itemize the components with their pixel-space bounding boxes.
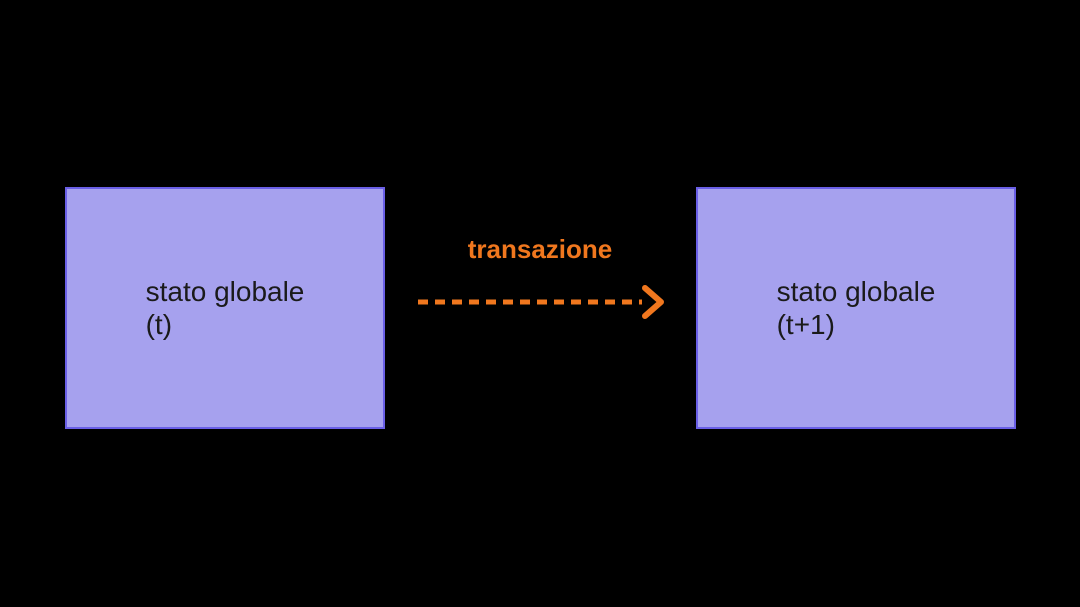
arrow-head-chevron-icon <box>642 285 664 319</box>
node-label-line2: (t+1) <box>776 309 835 340</box>
node-label: stato globale (t) <box>146 275 305 341</box>
node-label: stato globale (t+1) <box>777 275 936 341</box>
transition-arrow-icon <box>418 285 664 319</box>
transition-arrow-label: transazione <box>467 234 613 264</box>
node-stato-globale-t: stato globale (t) <box>65 187 385 429</box>
node-label-line1: stato globale <box>145 276 305 307</box>
node-label-line1: stato globale <box>776 276 936 307</box>
node-label-line2: (t) <box>145 309 173 340</box>
node-stato-globale-t-plus-1: stato globale (t+1) <box>696 187 1016 429</box>
